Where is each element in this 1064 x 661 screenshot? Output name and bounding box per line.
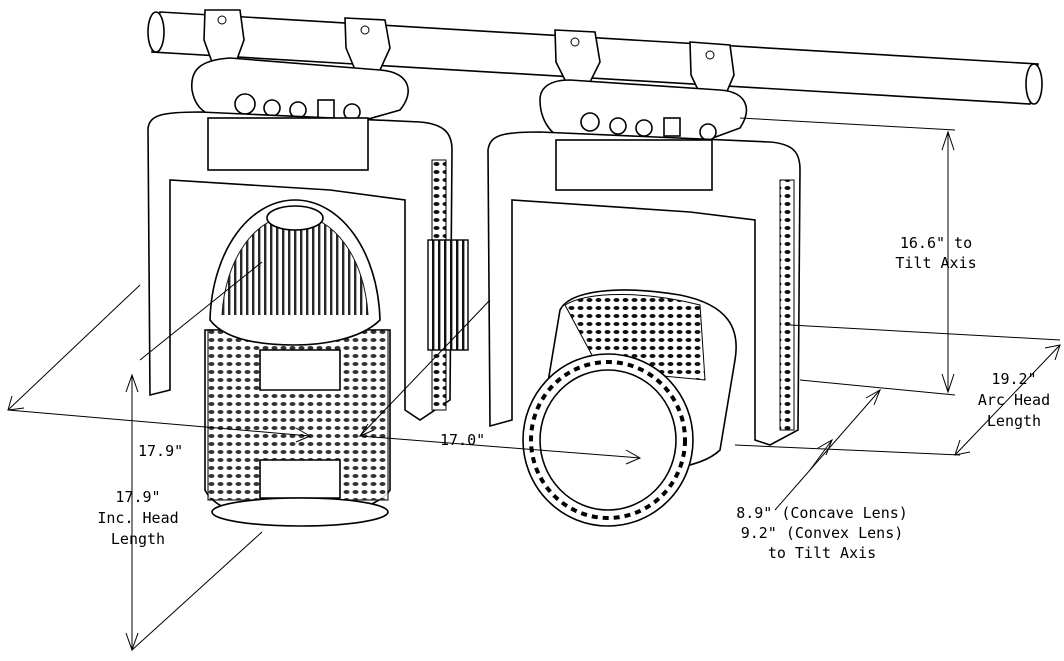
connector <box>263 99 281 117</box>
connector <box>635 119 653 137</box>
arc-head-length-line2: Arc Head <box>978 391 1050 409</box>
connector <box>699 123 717 141</box>
connector <box>609 117 627 135</box>
inc-head-length-line2: Inc. Head <box>97 509 178 527</box>
yoke-hub <box>555 139 713 191</box>
lens-concave-label: 8.9" (Concave Lens) <box>736 504 908 522</box>
arc-fixture <box>487 29 801 527</box>
lens-to-tilt-label: to Tilt Axis <box>768 544 876 562</box>
dimension-lines <box>7 117 1061 652</box>
dimension-labels: 16.6" to Tilt Axis 19.2" Arc Head Length… <box>97 234 1050 562</box>
inc-head-length-line3: Length <box>111 530 165 548</box>
connector <box>317 99 335 119</box>
heat-sink <box>427 239 469 351</box>
yoke <box>487 131 801 446</box>
arc-width-label: 17.0" <box>440 431 485 449</box>
tilt-axis-label-line1: 16.6" to <box>900 234 972 252</box>
inc-width-label: 17.9" <box>138 442 183 460</box>
arc-head-length-line3: Length <box>987 412 1041 430</box>
connector <box>234 93 256 115</box>
yoke <box>147 111 453 421</box>
connector <box>580 112 600 132</box>
lens-convex-label: 9.2" (Convex Lens) <box>741 524 904 542</box>
tilt-axis-label-line2: Tilt Axis <box>895 254 976 272</box>
connector <box>663 117 681 137</box>
base-plate <box>539 79 748 151</box>
yoke-hub <box>207 117 369 171</box>
head-foot <box>211 497 389 527</box>
incandescent-fixture <box>147 9 469 527</box>
arc-head-length-value: 19.2" <box>991 370 1036 388</box>
inc-head-length-value: 17.9" <box>115 488 160 506</box>
